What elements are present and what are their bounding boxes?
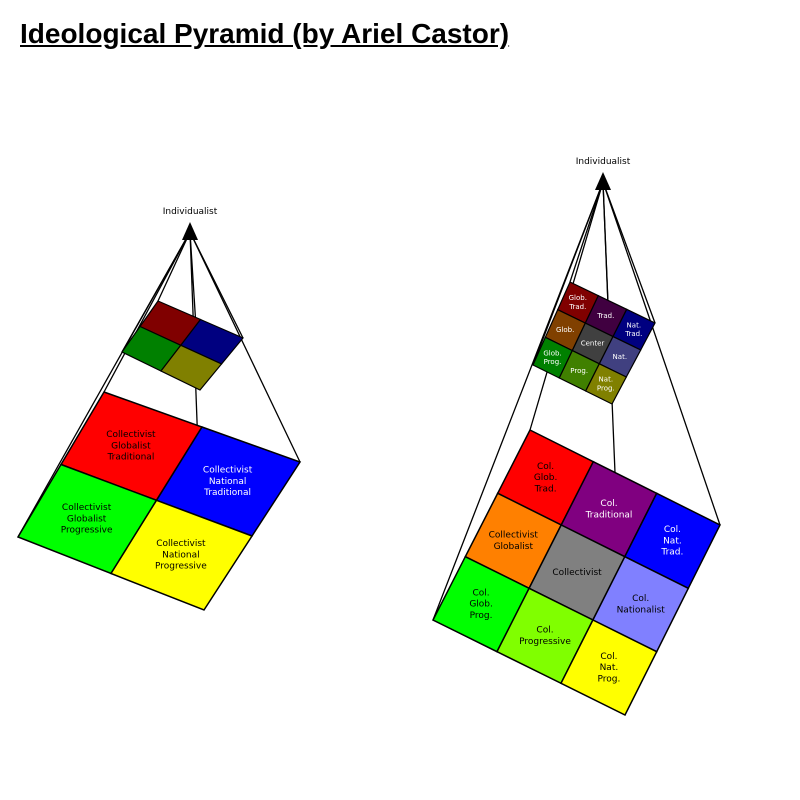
pyramid-edge xyxy=(602,181,721,526)
cell-collectivist-globalist-traditional-label-line: Traditional xyxy=(106,453,154,463)
cell-col-glob-prog-label-line: Glob. xyxy=(469,600,493,610)
top-cell-glob-trad-label-line: Glob. xyxy=(569,294,587,302)
cell-col-nat-trad-label-line: Trad. xyxy=(660,548,683,558)
apex-label: Individualist xyxy=(163,207,218,217)
apex-marker xyxy=(182,222,198,240)
cell-col-nat-prog-label-line: Nat. xyxy=(600,663,619,673)
diagram-title: Ideological Pyramid (by Ariel Castor) xyxy=(20,18,510,49)
cell-col-traditional-label-line: Traditional xyxy=(585,510,633,520)
apex-marker xyxy=(595,172,611,190)
cell-col-nationalist-label-line: Nationalist xyxy=(617,605,666,615)
top-cell-glob-prog-label-line: Prog. xyxy=(544,358,562,366)
top-cell-center-label-line: Center xyxy=(581,340,605,348)
cell-col-nat-prog-label-line: Prog. xyxy=(597,674,620,684)
left-pyramid: CollectivistGlobalistTraditionalCollecti… xyxy=(16,207,302,611)
cell-col-glob-prog-label-line: Col. xyxy=(473,588,490,598)
cell-collectivist-globalist-label-line: Globalist xyxy=(494,542,534,552)
cell-collectivist-globalist-progressive-label-line: Collectivist xyxy=(62,503,112,513)
cell-col-glob-prog-label-line: Prog. xyxy=(470,611,493,621)
cell-collectivist-national-progressive-label-line: Collectivist xyxy=(156,539,206,549)
top-cell-prog-label-line: Prog. xyxy=(570,367,588,375)
cell-collectivist-globalist-label-line: Collectivist xyxy=(489,531,539,541)
cell-col-glob-trad-label-line: Glob. xyxy=(534,473,558,483)
pyramid-edge xyxy=(157,231,191,302)
cell-collectivist-globalist-progressive-label-line: Progressive xyxy=(61,526,113,536)
cell-col-glob-trad-label-line: Trad. xyxy=(534,484,557,494)
pyramid-edge xyxy=(432,181,604,621)
cell-col-traditional-label-line: Col. xyxy=(600,499,617,509)
top-cell-glob-prog-label-line: Glob. xyxy=(543,349,561,357)
cell-col-nat-trad-label-line: Nat. xyxy=(663,536,682,546)
top-cell-glob-trad-label-line: Trad. xyxy=(568,303,586,311)
cell-col-nat-trad-label-line: Col. xyxy=(664,525,681,535)
pyramid-edge xyxy=(189,231,301,463)
cell-col-nationalist-label-line: Col. xyxy=(632,594,649,604)
pyramid-edge xyxy=(17,231,191,538)
top-cell-nat-trad-label-line: Nat. xyxy=(627,321,642,329)
cell-col-glob-trad-label-line: Col. xyxy=(537,462,554,472)
cell-collectivist-national-traditional-label-line: National xyxy=(209,477,247,487)
top-cell-nat-trad-label-line: Trad. xyxy=(624,330,642,338)
cell-col-nat-prog xyxy=(559,618,658,717)
cell-collectivist-national-progressive xyxy=(109,499,254,611)
cell-col-progressive-label-line: Progressive xyxy=(519,637,571,647)
right-pyramid: Col.Glob.Trad.Col.TraditionalCol.Nat.Tra… xyxy=(431,157,722,717)
top-cell-nat-prog-label-line: Prog. xyxy=(597,384,615,392)
cell-collectivist-label-line: Collectivist xyxy=(552,568,602,578)
cell-collectivist-globalist-progressive-label-line: Globalist xyxy=(67,514,107,524)
top-cell-nat-label-line: Nat. xyxy=(613,353,628,361)
top-cell-nat-prog-label-line: Nat. xyxy=(599,376,614,384)
cell-collectivist-national-traditional-label-line: Traditional xyxy=(203,488,251,498)
apex-label: Individualist xyxy=(576,157,631,167)
cell-collectivist-national-traditional-label-line: Collectivist xyxy=(203,466,253,476)
top-cell-national-progressive xyxy=(160,344,223,391)
cell-collectivist-globalist-traditional-label-line: Globalist xyxy=(111,441,151,451)
cell-collectivist-globalist-traditional-label-line: Collectivist xyxy=(106,430,156,440)
top-cell-nat-prog xyxy=(584,362,628,405)
top-cell-trad-label-line: Trad. xyxy=(596,312,614,320)
cell-collectivist-national-progressive-label-line: National xyxy=(162,550,200,560)
cell-col-progressive-label-line: Col. xyxy=(536,626,553,636)
cell-col-nat-prog-label-line: Col. xyxy=(600,652,617,662)
cell-collectivist-national-progressive-label-line: Progressive xyxy=(155,562,207,572)
top-cell-glob-label-line: Glob. xyxy=(556,326,574,334)
